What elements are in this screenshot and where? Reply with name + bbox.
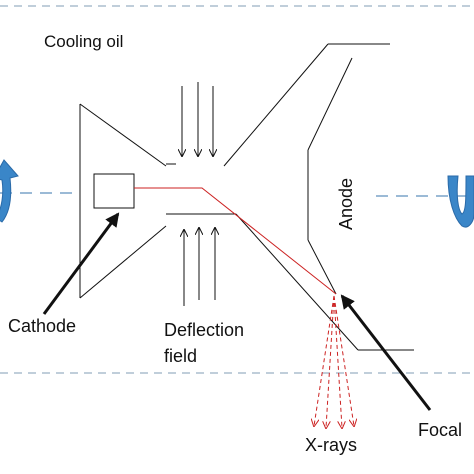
anode-label: Anode: [336, 177, 357, 231]
cathode-label: Cathode: [8, 316, 77, 336]
x-rays-label: X-rays: [305, 435, 358, 455]
curved-arrow-icon: [447, 175, 474, 228]
cooling-oil-label: Cooling oil: [44, 32, 124, 51]
cathode-box: [93, 173, 135, 209]
focal-label: Focal: [418, 420, 463, 440]
field-label: field: [164, 346, 198, 366]
focal-pointer-arrow: [340, 294, 432, 411]
tube-housing: [79, 43, 414, 351]
anode-shape: [307, 57, 353, 295]
field-arrows-down: [182, 82, 213, 156]
field-arrows-up: [184, 228, 215, 306]
electron-beam: [134, 187, 337, 295]
cathode-pointer-arrow: [42, 212, 120, 315]
x-ray-beams: [314, 295, 354, 428]
curved-arrow-icon: [0, 159, 19, 223]
deflection-label: Deflection: [164, 320, 245, 340]
